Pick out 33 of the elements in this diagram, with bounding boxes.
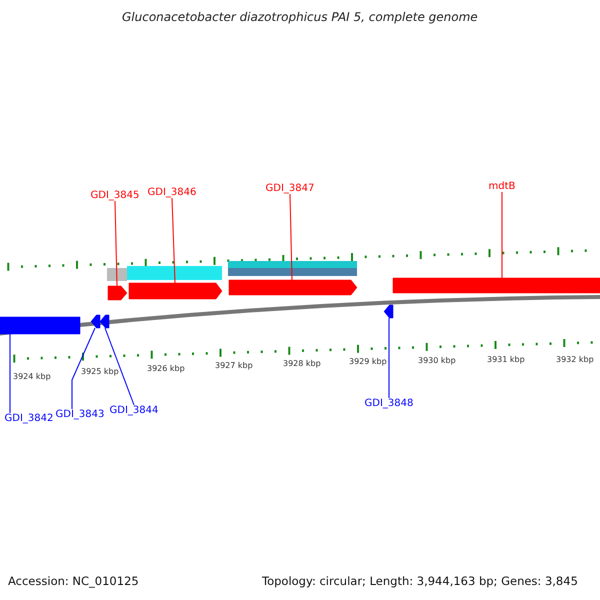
tick-label: 3926 kbp	[147, 364, 185, 373]
tick-label: 3931 kbp	[487, 355, 525, 364]
genome-stats-text: Topology: circular; Length: 3,944,163 bp; Genes: 3,845	[262, 574, 578, 588]
tick-label: 3928 kbp	[283, 359, 321, 368]
leader-line	[388, 318, 390, 398]
gene-label: mdtB	[488, 181, 516, 192]
title: Gluconacetobacter diazotrophicus PAI 5, complete genome	[122, 10, 478, 24]
gene-symbol	[0, 316, 80, 334]
gene-label: GDI_3842	[4, 413, 54, 424]
gene-symbol	[228, 280, 358, 296]
tick-label: 3929 kbp	[349, 357, 387, 366]
gene-label: GDI_3847	[266, 183, 314, 194]
leader-line	[290, 194, 292, 280]
gene-label: GDI_3848	[364, 398, 414, 409]
leader-line	[114, 200, 118, 286]
gene-symbol	[100, 314, 110, 328]
tick-label: 3925 kbp	[81, 367, 119, 376]
tick-label: 3930 kbp	[418, 356, 456, 365]
gene-symbol	[108, 286, 128, 300]
gene-symbol	[392, 278, 600, 294]
gene-symbol	[90, 314, 100, 328]
accession-text: Accession: NC_010125	[8, 574, 139, 588]
gene-symbol	[384, 304, 394, 318]
tick-label: 3927 kbp	[215, 361, 253, 370]
leader-line	[104, 328, 134, 406]
tick-label: 3932 kbp	[556, 355, 594, 364]
gene-label: GDI_3846	[148, 187, 196, 198]
tick-label: 3924 kbp	[13, 372, 51, 381]
leader-line	[72, 328, 96, 410]
gene-label: GDI_3844	[110, 405, 158, 416]
gene-label: GDI_3845	[90, 190, 140, 201]
leader-line	[172, 198, 176, 284]
gene-label: GDI_3843	[56, 409, 104, 420]
